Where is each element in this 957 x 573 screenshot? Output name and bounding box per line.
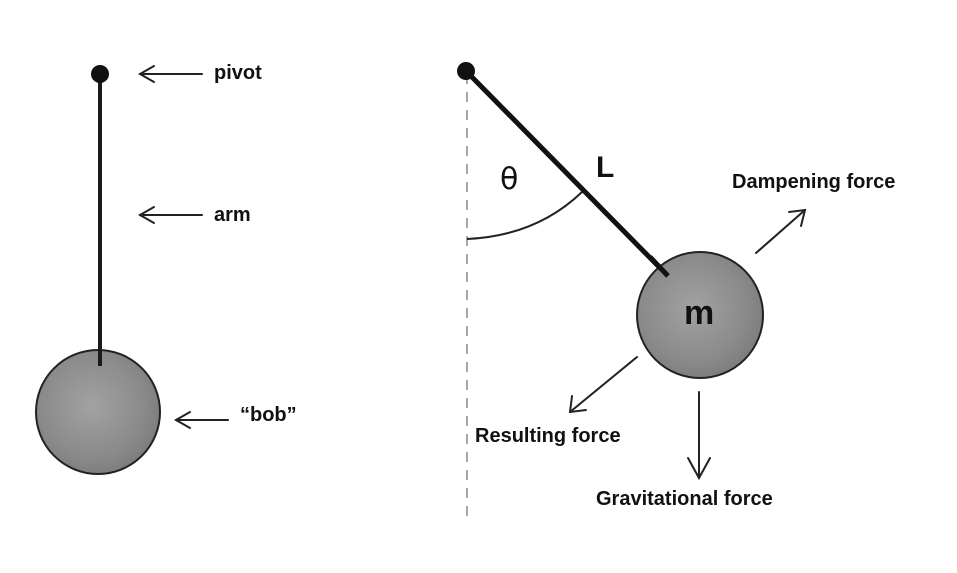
pivot-label: pivot	[214, 62, 262, 84]
length-arm-line	[464, 69, 671, 279]
bob-arrow-icon	[173, 411, 229, 429]
force-pendulum	[457, 62, 807, 520]
resulting-force-arrow-icon	[568, 356, 638, 414]
gravitational-force-arrow-icon	[687, 391, 711, 481]
simple-pendulum	[35, 65, 229, 475]
length-label: L	[596, 151, 615, 184]
mass-label: m	[684, 294, 715, 332]
arm-arrow-icon	[137, 206, 203, 224]
gravitational-force-label: Gravitational force	[596, 488, 773, 510]
pivot-arrow-icon	[137, 65, 203, 83]
arm-label: arm	[214, 204, 251, 226]
pivot-dot-right	[457, 62, 475, 80]
angle-arc	[466, 191, 583, 240]
bob-circle	[35, 349, 161, 475]
bob-label: “bob”	[240, 404, 297, 426]
mass-circle	[636, 251, 764, 379]
dampening-force-arrow-icon	[755, 208, 807, 254]
arm-into-mass	[648, 255, 670, 278]
pivot-dot	[91, 65, 109, 83]
resulting-force-label: Resulting force	[475, 425, 621, 447]
angle-theta-label: θ	[500, 162, 519, 197]
dampening-force-label: Dampening force	[732, 171, 896, 193]
